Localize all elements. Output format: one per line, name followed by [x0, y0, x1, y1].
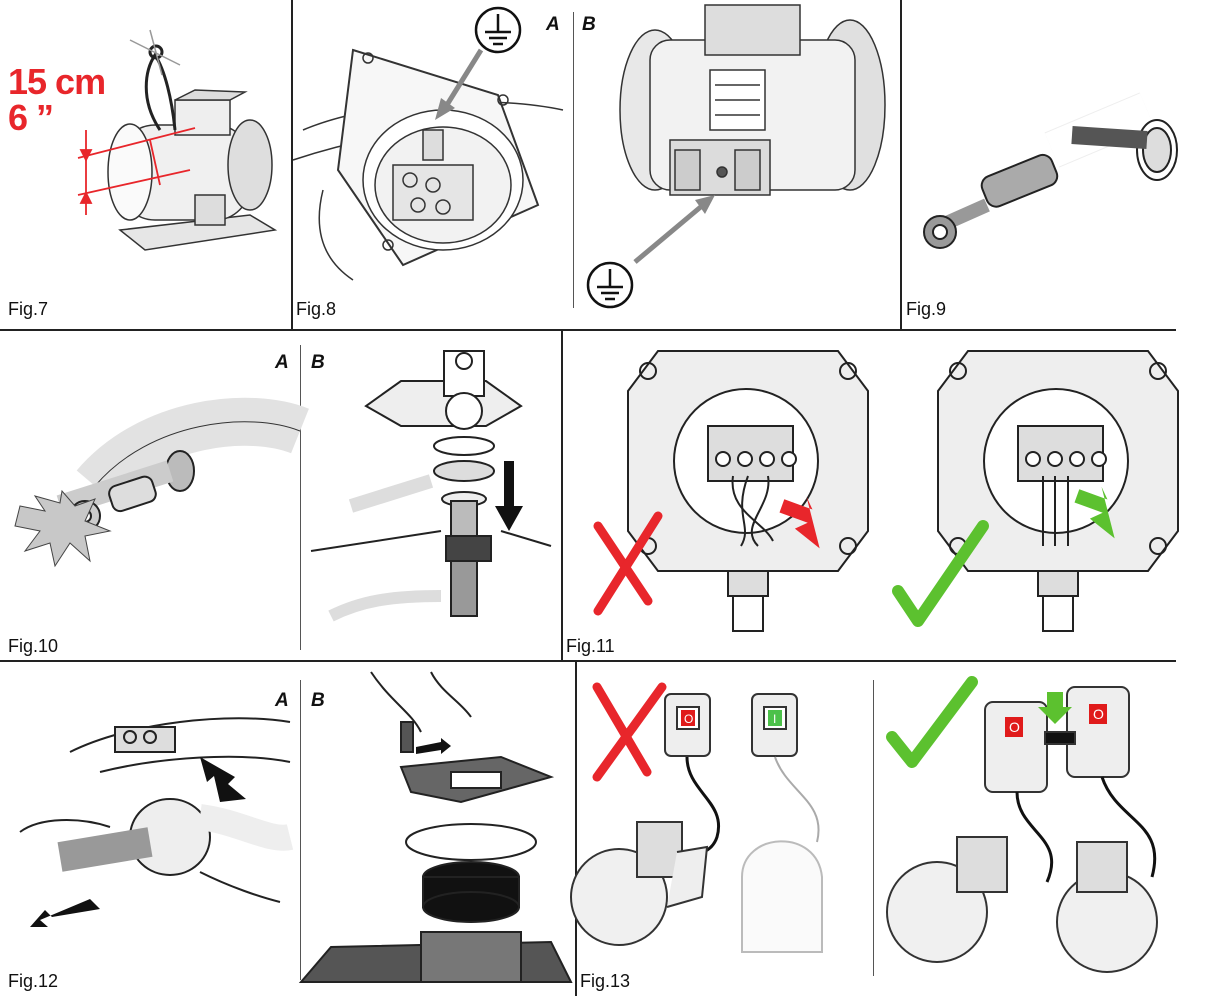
fig7-vibrator-lifting-drawing	[77, 29, 278, 251]
fig13-green-arrow	[1038, 692, 1072, 724]
fig10-sublabel-a: A	[275, 352, 289, 373]
fig7-caption: Fig.7	[8, 299, 49, 319]
fig12-sublabel-b: B	[311, 690, 325, 711]
divider-fig10-a-b	[300, 345, 301, 650]
fig13-right-switch2-off-label: O	[1093, 706, 1104, 722]
fig10a-cable-lug-ground-drawing	[14, 397, 309, 568]
fig8-caption: Fig.8	[296, 299, 337, 319]
fig7-measure-metric: 15 cm	[8, 61, 106, 102]
fig9-ring-terminal-cable-drawing	[923, 92, 1178, 249]
fig11-green-arrow	[1074, 486, 1115, 539]
fig12b-cover-assembly-drawing	[298, 671, 573, 983]
fig13-switch-connection-comparison: O I O O	[570, 676, 1158, 973]
fig9-caption: Fig.9	[906, 299, 947, 319]
fig13-right-switch1-off-button	[1005, 717, 1023, 737]
fig10-caption: Fig.10	[8, 636, 59, 656]
divider-fig8-fig9	[900, 0, 902, 330]
divider-fig10-fig11	[561, 330, 563, 660]
divider-fig7-fig8	[291, 0, 293, 330]
fig8-sublabel-a: A	[546, 14, 560, 35]
fig8a-earth-symbol	[474, 6, 522, 54]
fig11-red-arrow	[779, 496, 820, 549]
divider-top-row	[0, 329, 1176, 331]
divider-fig13-wrong-right	[873, 680, 874, 976]
fig12-sublabel-a: A	[275, 690, 289, 711]
fig12a-wrench-tightening-drawing	[19, 717, 294, 927]
fig10b-earth-terminal-assembly-drawing	[310, 350, 552, 622]
fig13-wrong-switch-on-button	[768, 710, 782, 726]
fig11-caption: Fig.11	[566, 636, 615, 656]
divider-fig12-fig13	[575, 661, 577, 996]
fig13-right-switch1-off-label: O	[1009, 719, 1020, 735]
fig13-caption: Fig.13	[580, 971, 631, 991]
fig8a-terminal-box-drawing	[292, 6, 564, 281]
fig8b-vibrator-earth-drawing	[586, 4, 886, 309]
fig13-right-switch2-off-button	[1089, 704, 1107, 724]
fig11-right-mark	[892, 520, 989, 627]
fig8-sublabel-b: B	[582, 14, 596, 35]
fig11-terminal-box-wiring-comparison	[593, 350, 1179, 632]
fig8b-earth-symbol	[586, 261, 634, 309]
fig13-wrong-switch-on-label: I	[773, 712, 776, 726]
fig10-sublabel-b: B	[311, 352, 325, 373]
divider-fig8-a-b	[573, 12, 574, 308]
fig7-measure-imperial: 6 ”	[8, 97, 54, 138]
divider-mid-row	[0, 660, 1176, 662]
fig13-wrong-switch-off-label: O	[684, 712, 693, 726]
fig13-wrong-switch-off-button	[681, 710, 695, 726]
fig13-right-mark	[886, 676, 978, 768]
fig13-wrong-mark	[592, 682, 667, 782]
divider-fig12-a-b	[300, 680, 301, 980]
fig12-caption: Fig.12	[8, 971, 59, 991]
fig11-wrong-mark	[593, 511, 663, 616]
